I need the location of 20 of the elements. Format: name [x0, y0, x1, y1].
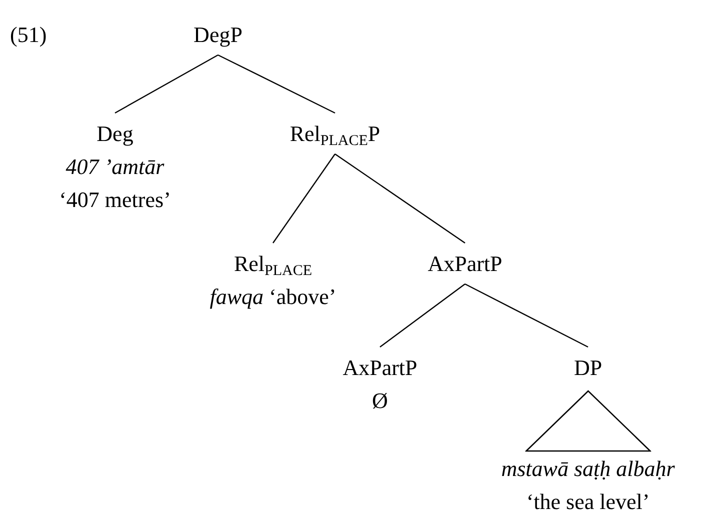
example-number: (51): [10, 21, 47, 49]
gloss-text: 407 ’amtār: [66, 153, 164, 181]
gloss-text: Ø: [372, 387, 388, 415]
tree-branch: [272, 154, 336, 244]
gloss-text: fawqa ‘above’: [210, 283, 336, 311]
node-label: DegP: [194, 21, 242, 49]
gloss-text: ‘407 metres’: [59, 186, 171, 214]
node-label: AxPartP: [342, 354, 418, 382]
node-label: Rel$_{PLACE}$: [234, 250, 312, 280]
node-label: AxPartP: [428, 250, 502, 278]
node-label: Rel$_{PLACE}$P: [290, 120, 380, 150]
gloss-text: mstawā saṭḥ albaḥr: [501, 455, 675, 483]
tree-branch: [218, 54, 336, 114]
node-label: DP: [574, 354, 602, 382]
tree-branch: [334, 154, 466, 244]
tree-branch: [464, 283, 588, 348]
tree-branch: [380, 284, 466, 348]
gloss-text: ‘the sea level’: [526, 488, 650, 516]
node-label: Deg: [96, 120, 134, 148]
tree-branch: [114, 54, 218, 114]
